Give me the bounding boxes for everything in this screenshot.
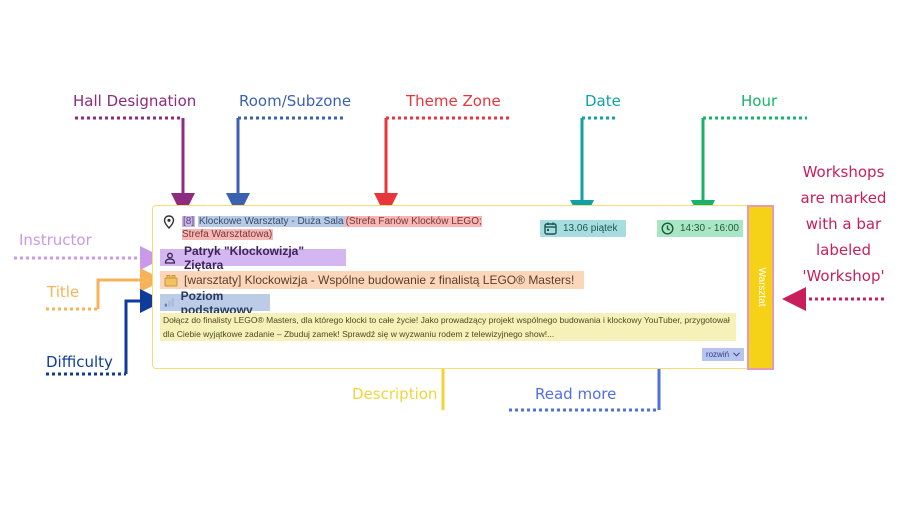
location-line: [8] Klockowe Warsztaty - Duża Sala(Stref… bbox=[182, 215, 494, 241]
annotation-hall-designation: Hall Designation bbox=[73, 92, 197, 110]
annotation-room-subzone: Room/Subzone bbox=[239, 92, 352, 110]
event-title: [warsztaty] Klockowizja - Wspólne budowa… bbox=[184, 273, 575, 287]
instructor-row: Patryk "Klockowizja" Ziętara bbox=[160, 244, 346, 272]
title-row[interactable]: [warsztaty] Klockowizja - Wspólne budowa… bbox=[160, 271, 584, 289]
workshop-side-bar bbox=[747, 205, 774, 370]
hour-badge: 14:30 - 16:00 bbox=[657, 220, 743, 237]
annotation-date: Date bbox=[585, 92, 621, 110]
hall-designation: [8] bbox=[182, 216, 196, 227]
event-description: Dołącz do finalisty LEGO® Masters, dla k… bbox=[160, 313, 736, 341]
annotation-read-more: Read more bbox=[535, 385, 617, 403]
read-more-button[interactable]: rozwiń bbox=[702, 348, 744, 361]
hour-text: 14:30 - 16:00 bbox=[680, 223, 739, 234]
hour-connector bbox=[691, 116, 807, 224]
date-badge: 13.06 piątek bbox=[540, 220, 626, 237]
room-connector bbox=[226, 116, 346, 217]
instructor-name: Patryk "Klockowizja" Ziętara bbox=[183, 243, 305, 272]
difficulty-row: Poziom podstawowy bbox=[160, 289, 270, 317]
workshop-side-label: Warsztat bbox=[756, 267, 767, 307]
title-connector bbox=[46, 268, 164, 311]
annotation-theme-zone: Theme Zone bbox=[406, 92, 501, 110]
annotation-hour: Hour bbox=[741, 92, 778, 110]
annotation-workshops: Workshops are marked with a bar labeled … bbox=[800, 163, 887, 285]
annotation-description: Description bbox=[352, 385, 438, 403]
theme-connector bbox=[374, 116, 510, 217]
annotation-title: Title bbox=[47, 283, 80, 301]
annotation-difficulty: Difficulty bbox=[46, 353, 113, 371]
user-icon bbox=[164, 252, 176, 264]
location-pin-icon bbox=[163, 215, 175, 229]
chevron-down-icon bbox=[733, 352, 740, 357]
lego-brick-icon bbox=[164, 274, 178, 286]
difficulty-connector bbox=[46, 289, 164, 376]
difficulty-bars-icon bbox=[164, 298, 174, 307]
hall-connector bbox=[75, 116, 195, 217]
annotation-instructor: Instructor bbox=[19, 231, 92, 249]
clock-icon bbox=[661, 222, 674, 235]
read-more-label: rozwiń bbox=[705, 350, 730, 359]
room-subzone: Klockowe Warsztaty - Duża Sala bbox=[197, 216, 345, 227]
date-text: 13.06 piątek bbox=[563, 223, 618, 234]
calendar-icon bbox=[544, 222, 557, 235]
date-connector bbox=[570, 116, 616, 224]
